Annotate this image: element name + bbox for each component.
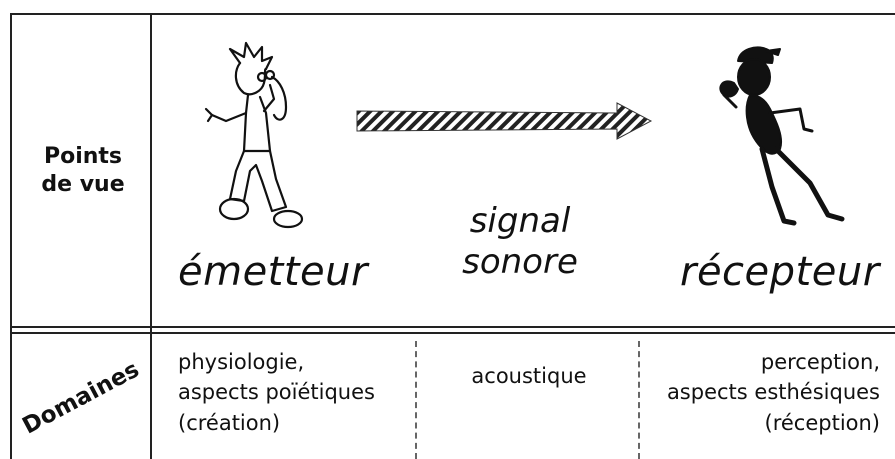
domain-signal-line1: acoustique xyxy=(471,364,587,388)
top-border xyxy=(10,13,895,15)
domain-receiver-line2: aspects esthésiques xyxy=(666,380,880,405)
domain-divider-1 xyxy=(415,341,417,459)
receiver-label: récepteur xyxy=(680,249,880,295)
row-label-line1: Points xyxy=(43,144,123,169)
receiver-figure xyxy=(719,46,845,226)
domain-emitter-line2: aspects poïétiques xyxy=(178,380,375,405)
domain-emitter-line3: (création) xyxy=(178,410,281,435)
signal-label-line1: signal xyxy=(469,201,571,241)
row-label-line2: de vue xyxy=(41,171,125,197)
signal-label: signal sonore xyxy=(430,201,610,283)
left-border xyxy=(10,13,12,459)
domain-emitter-line1: physiologie, xyxy=(178,350,305,374)
domain-receiver: perception, aspects esthésiques (récepti… xyxy=(648,347,880,438)
row-divider-top xyxy=(10,326,895,328)
row-divider-bottom xyxy=(10,332,895,334)
row-label-domaines: Domaines xyxy=(18,356,144,440)
emitter-label: émetteur xyxy=(178,249,368,295)
diagram-frame: Points de vue xyxy=(10,13,895,459)
row-label-points-de-vue: Points de vue xyxy=(24,143,142,198)
label-column-divider xyxy=(150,13,152,459)
emitter-figure xyxy=(204,41,304,229)
domain-receiver-line1: perception, xyxy=(760,350,880,374)
domain-signal: acoustique xyxy=(420,361,638,391)
signal-label-line2: sonore xyxy=(462,241,578,282)
domain-receiver-line3: (réception) xyxy=(764,410,881,435)
domain-divider-2 xyxy=(638,341,640,459)
signal-arrow xyxy=(356,102,653,140)
domain-emitter: physiologie, aspects poïétiques (créatio… xyxy=(178,347,408,438)
